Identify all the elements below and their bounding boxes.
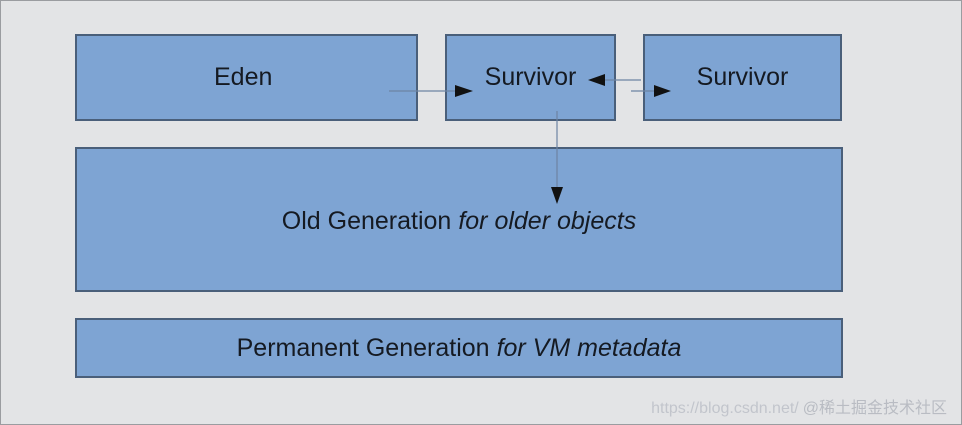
eden-region: Eden xyxy=(75,34,418,121)
permanent-generation-note: for VM metadata xyxy=(496,333,682,362)
eden-label: Eden xyxy=(214,63,273,91)
old-generation-label: Old Generation xyxy=(281,207,452,235)
permanent-generation-label: Permanent Generation xyxy=(236,333,490,362)
survivor-from-region: Survivor xyxy=(445,34,616,121)
watermark: https://blog.csdn.net/@稀土掘金技术社区 xyxy=(651,394,947,418)
old-generation-region: Old Generation for older objects xyxy=(75,147,843,292)
watermark-url: https://blog.csdn.net/ xyxy=(651,400,799,417)
watermark-site: @稀土掘金技术社区 xyxy=(802,400,947,417)
survivor-to-label: Survivor xyxy=(696,63,789,91)
survivor-from-label: Survivor xyxy=(484,63,577,91)
permanent-generation-region: Permanent Generation for VM metadata xyxy=(75,318,843,378)
old-generation-note: for older objects xyxy=(458,207,637,235)
survivor-to-region: Survivor xyxy=(643,34,842,121)
